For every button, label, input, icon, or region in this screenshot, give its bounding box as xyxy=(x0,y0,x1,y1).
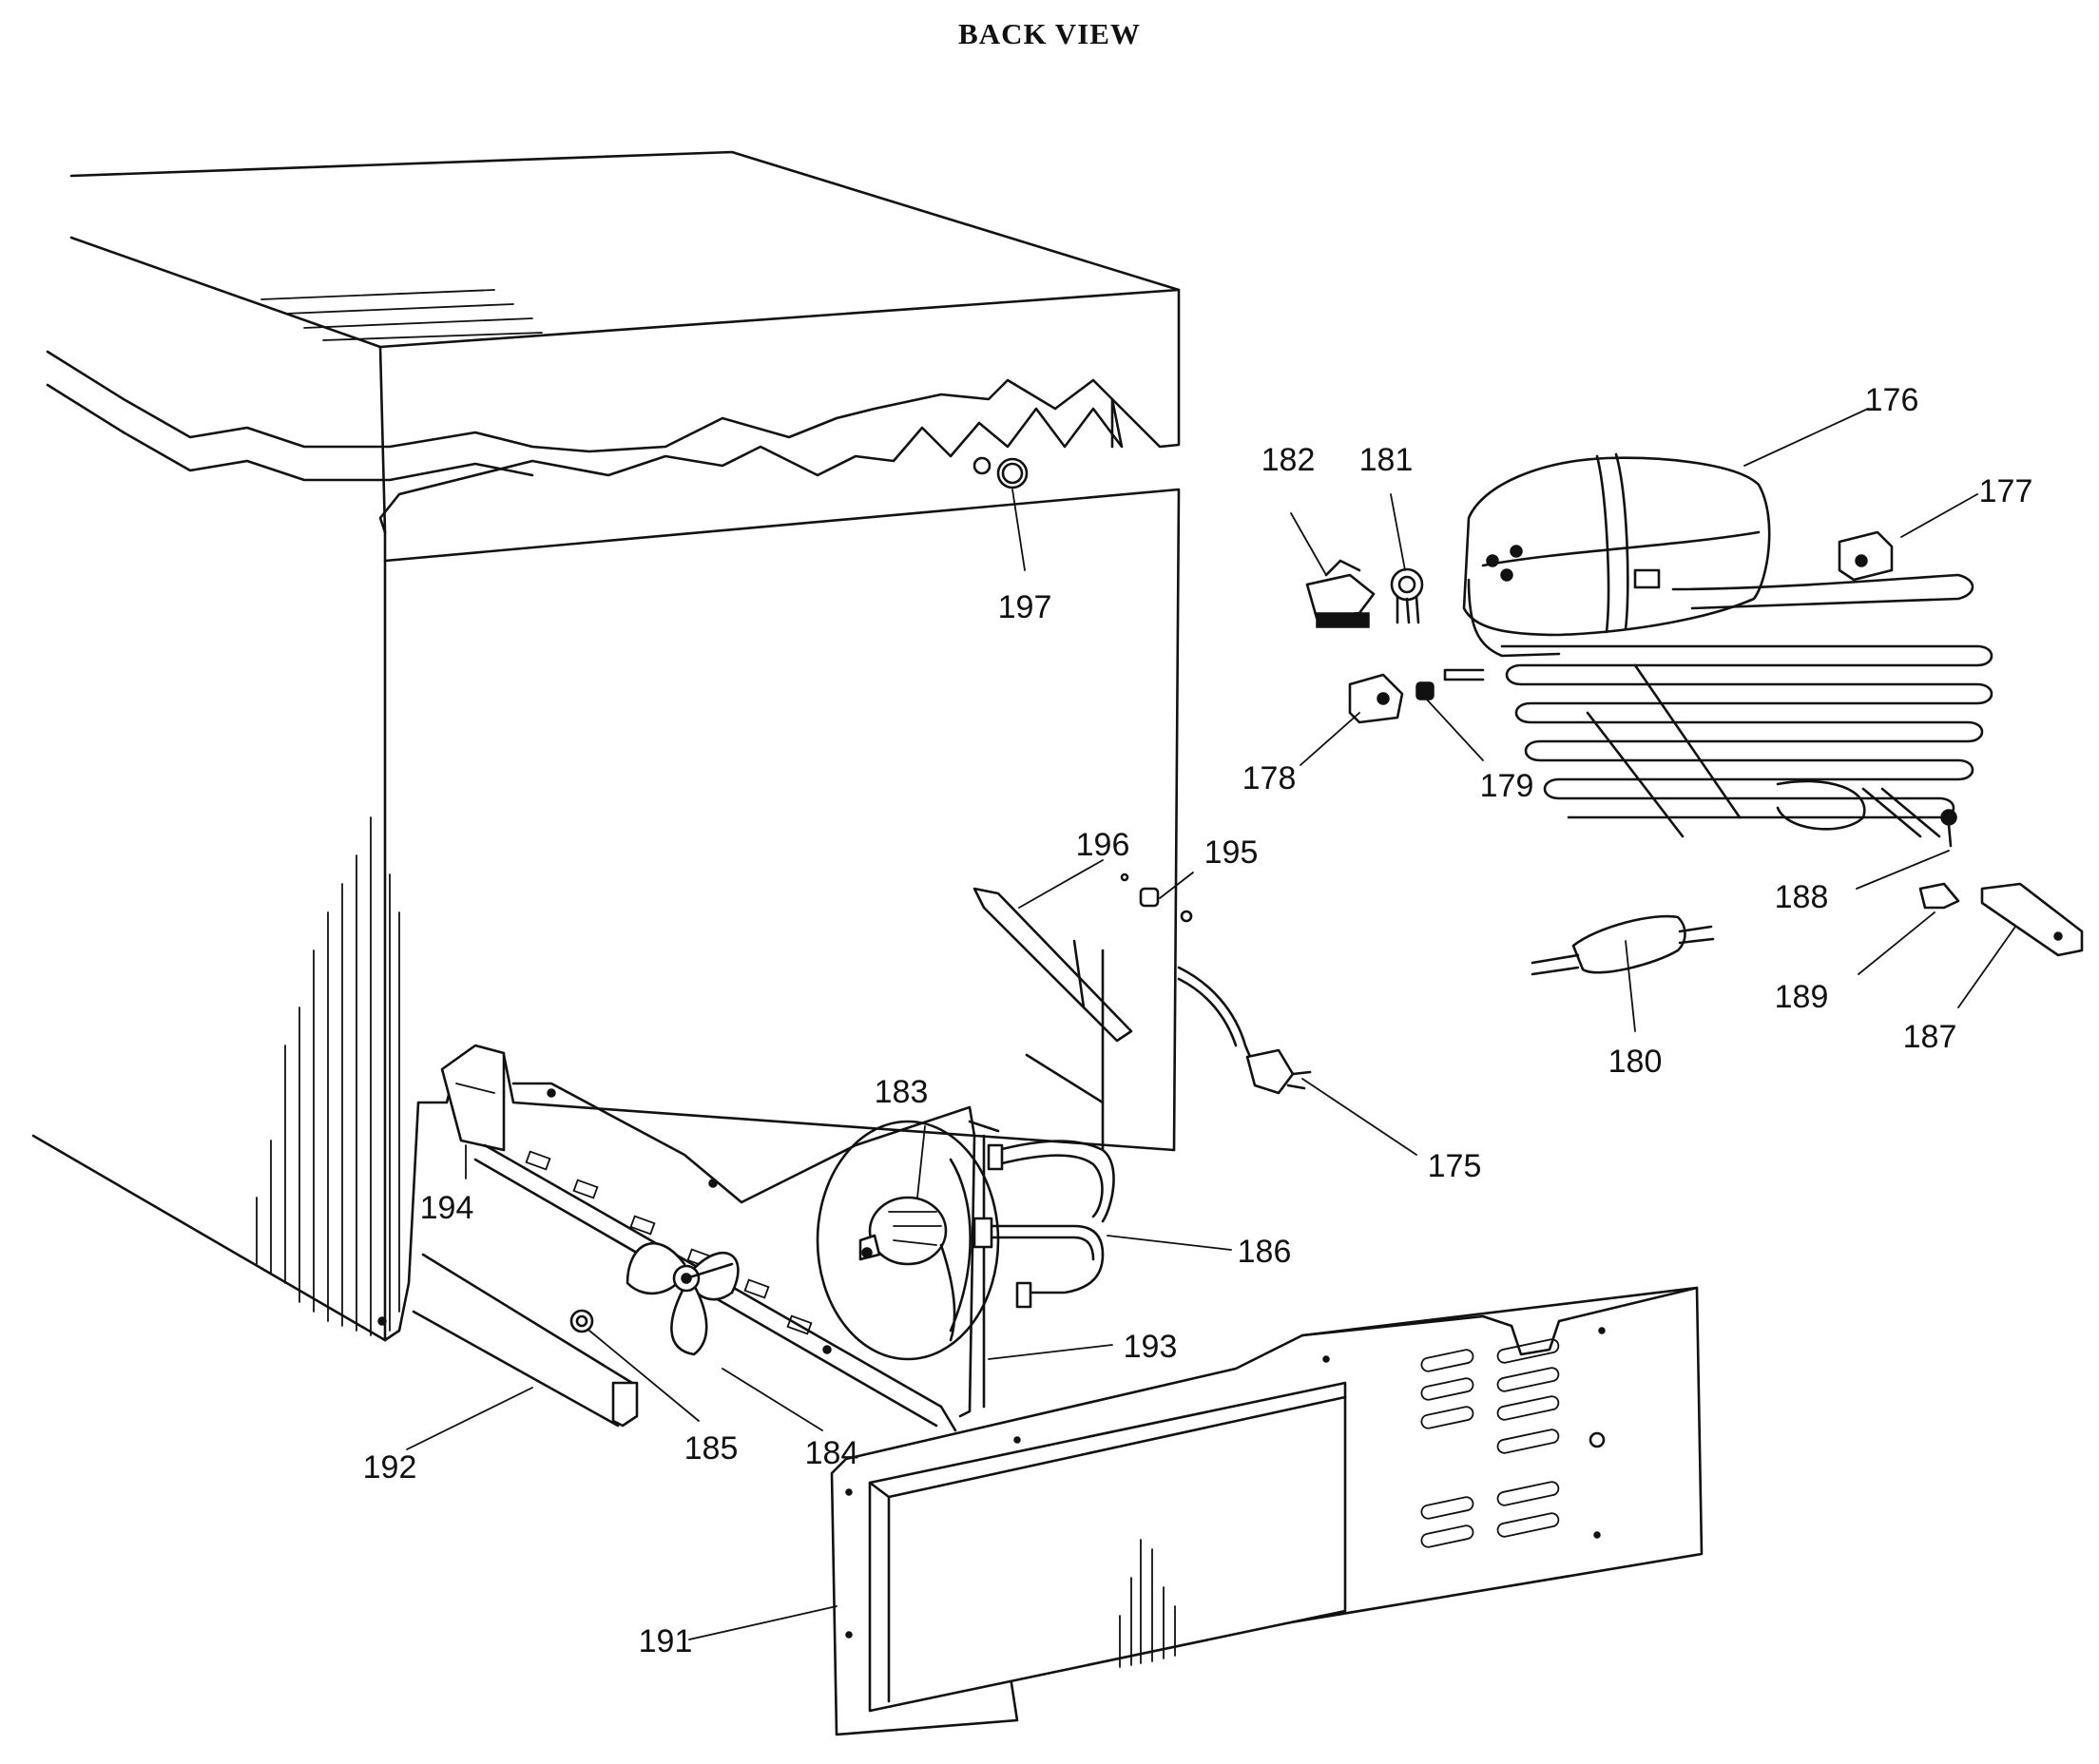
part-191-access-panel xyxy=(830,1286,1704,1736)
callout-186: 186 xyxy=(1238,1234,1292,1270)
callout-187: 187 xyxy=(1903,1019,1957,1055)
part-185-nut xyxy=(569,1309,594,1333)
part-189-clip xyxy=(1918,882,1960,910)
callout-177: 177 xyxy=(1979,473,2033,509)
callout-185: 185 xyxy=(684,1430,739,1467)
part-187-strap xyxy=(1980,882,2084,957)
part-195-clip xyxy=(1120,872,1193,923)
callout-175: 175 xyxy=(1428,1148,1482,1184)
callout-197: 197 xyxy=(998,589,1052,625)
leader-lines xyxy=(406,408,2016,1640)
part-177-relay xyxy=(1838,530,1894,582)
part-192-strip xyxy=(412,1253,639,1428)
callout-176: 176 xyxy=(1865,382,1919,418)
part-186-wiring-harness xyxy=(972,1140,1115,1309)
callout-179: 179 xyxy=(1480,768,1534,804)
callout-182: 182 xyxy=(1261,442,1316,478)
callout-194: 194 xyxy=(420,1190,474,1226)
part-178-terminal xyxy=(1348,673,1404,724)
part-condenser-coil xyxy=(1443,573,1993,838)
part-176-compressor xyxy=(1462,452,1771,658)
callout-labels: 176 177 182 181 178 179 197 196 195 188 … xyxy=(363,382,2033,1659)
callout-189: 189 xyxy=(1775,979,1829,1015)
part-196-bracket xyxy=(972,887,1133,1152)
callout-193: 193 xyxy=(1124,1329,1178,1365)
part-175-power-cord xyxy=(1177,966,1312,1095)
callout-192: 192 xyxy=(363,1449,417,1486)
part-188-screw xyxy=(1940,809,1957,848)
part-182-overload xyxy=(1305,559,1376,628)
part-183-fan-motor xyxy=(816,1120,1000,1361)
part-184-fan-blade xyxy=(626,1242,740,1356)
callout-184: 184 xyxy=(805,1435,859,1471)
part-194-bracket xyxy=(440,1044,506,1152)
callout-180: 180 xyxy=(1608,1044,1663,1080)
callout-183: 183 xyxy=(875,1074,929,1110)
callout-181: 181 xyxy=(1359,442,1414,478)
callout-188: 188 xyxy=(1775,879,1829,915)
part-179-grommet xyxy=(1415,681,1435,700)
callout-196: 196 xyxy=(1076,827,1130,863)
cabinet-body xyxy=(31,150,1181,1342)
callout-178: 178 xyxy=(1242,760,1297,796)
callout-191: 191 xyxy=(639,1623,693,1659)
part-197-plug xyxy=(972,456,1029,489)
part-180-drier xyxy=(1531,914,1715,976)
part-181-capacitor xyxy=(1390,567,1424,624)
callout-195: 195 xyxy=(1204,834,1259,871)
page-title: BACK VIEW xyxy=(958,17,1141,50)
